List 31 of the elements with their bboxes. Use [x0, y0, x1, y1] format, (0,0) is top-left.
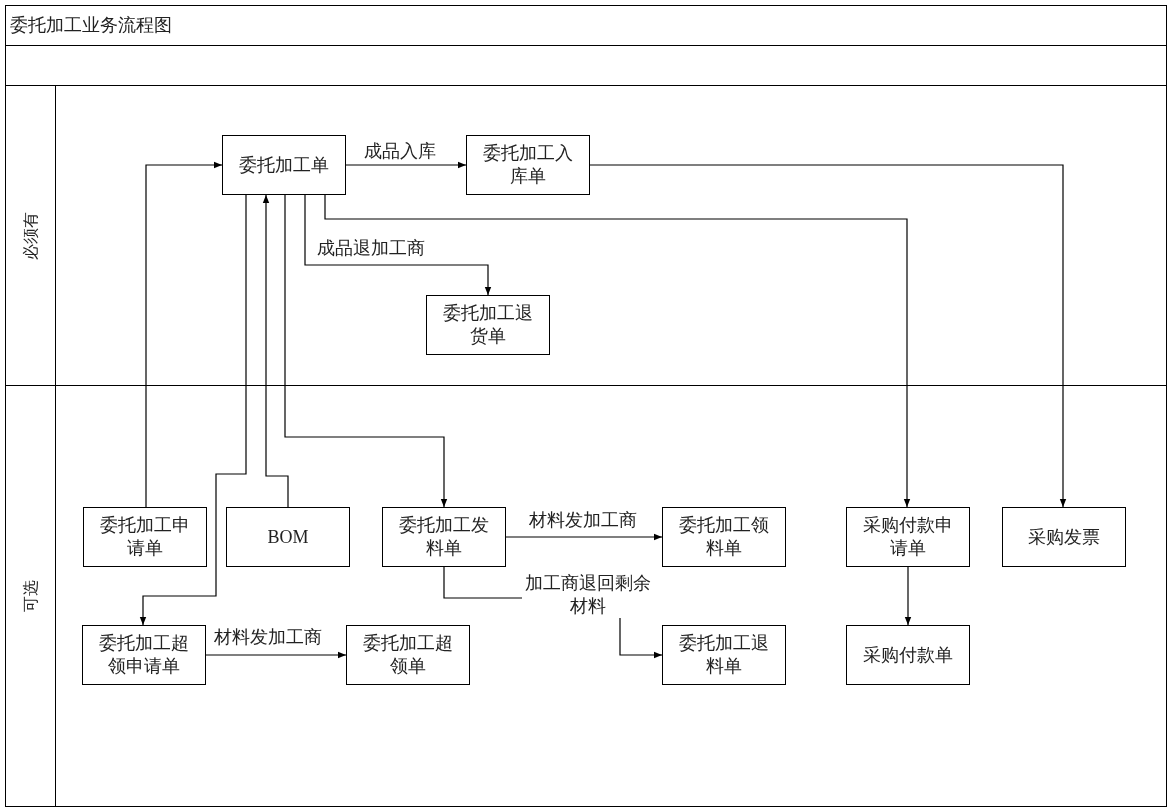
process-box: 委托加工退货单 [426, 295, 550, 355]
process-box: 委托加工入库单 [466, 135, 590, 195]
arrow [505, 533, 663, 541]
process-box: 委托加工发料单 [382, 507, 506, 567]
process-box: 委托加工领料单 [662, 507, 786, 567]
process-box: 委托加工超领申请单 [82, 625, 206, 685]
edge-label: 加工商退回剩余材料 [522, 572, 654, 618]
process-box: 采购发票 [1002, 507, 1126, 567]
arrow [904, 566, 912, 626]
process-box: 采购付款单 [846, 625, 970, 685]
arrow [304, 194, 492, 296]
arrow [205, 651, 347, 659]
arrow [145, 161, 223, 508]
arrow [324, 194, 911, 508]
process-box: 采购付款申请单 [846, 507, 970, 567]
edge-label: 材料发加工商 [527, 509, 639, 532]
edge-label: 成品入库 [362, 140, 438, 163]
process-box: BOM [226, 507, 350, 567]
edge-label: 材料发加工商 [212, 626, 324, 649]
lane-label: 可选 [20, 580, 40, 612]
process-box: 委托加工退料单 [662, 625, 786, 685]
arrow [284, 194, 448, 508]
arrow [262, 194, 289, 508]
arrow [589, 164, 1067, 508]
edge-label: 成品退加工商 [315, 237, 427, 260]
arrow [139, 194, 247, 626]
process-box: 委托加工单 [222, 135, 346, 195]
process-box: 委托加工申请单 [83, 507, 207, 567]
lane-label: 必须有 [20, 211, 40, 260]
arrow [345, 161, 467, 169]
process-box: 委托加工超领单 [346, 625, 470, 685]
